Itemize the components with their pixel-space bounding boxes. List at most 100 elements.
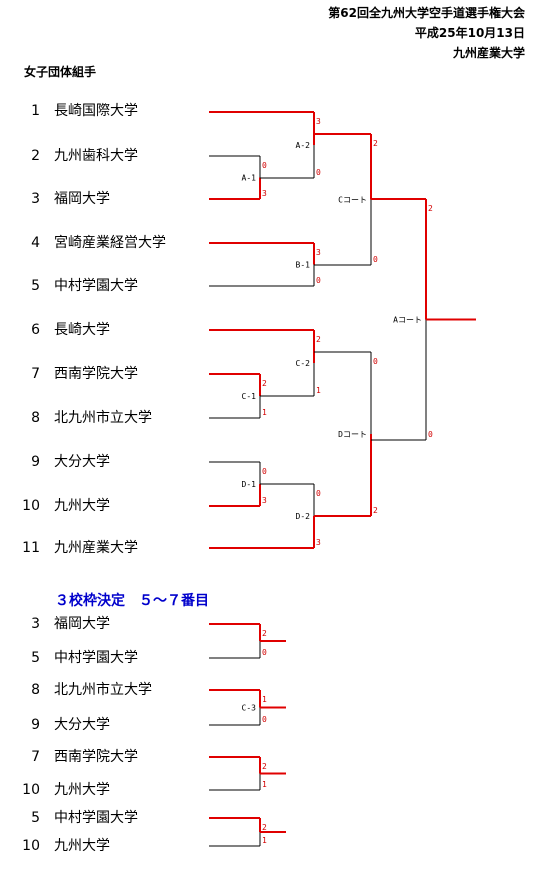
team-seed: 2: [31, 148, 40, 164]
section2-match-4-score-top: 2: [262, 823, 267, 832]
team-seed: 6: [31, 322, 40, 338]
main-team-1: 1 長崎国際大学: [31, 103, 138, 119]
match-b1-label: B-1: [296, 261, 311, 270]
team-seed: 7: [31, 366, 40, 382]
team-seed: 1: [31, 103, 40, 119]
match-a-court-score-bottom: 0: [428, 430, 433, 439]
team-name: 宮崎産業経営大学: [54, 235, 166, 251]
match-d-court-score-bottom: 2: [373, 506, 378, 515]
match-d1-score-top: 0: [262, 467, 267, 476]
match-c-court-label: Cコート: [338, 196, 367, 205]
match-a-court-label: Aコート: [393, 316, 422, 325]
team-seed: 7: [31, 749, 40, 765]
team-seed: 4: [31, 235, 40, 251]
team-name: 福岡大学: [54, 191, 110, 207]
team-name: 大分大学: [54, 454, 110, 470]
match-b1-score-bottom: 0: [316, 276, 321, 285]
match-c-court-score-top: 2: [373, 139, 378, 148]
main-team-9: 9 大分大学: [31, 454, 110, 470]
main-team-7: 7 西南学院大学: [31, 366, 138, 382]
event-subtitle: 女子団体組手: [24, 65, 97, 79]
section2-team-7: 5 中村学園大学: [31, 810, 138, 826]
team-name: 九州大学: [54, 838, 110, 854]
match-c1-score-top: 2: [262, 379, 267, 388]
team-name: 北九州市立大学: [54, 682, 152, 698]
team-seed: 5: [31, 650, 40, 666]
main-team-3: 3 福岡大学: [31, 191, 110, 207]
team-seed: 8: [31, 682, 40, 698]
match-c2-label: C-2: [296, 359, 311, 368]
team-name: 長崎国際大学: [54, 103, 138, 119]
team-seed: 3: [31, 191, 40, 207]
team-name: 西南学院大学: [54, 366, 138, 382]
match-d1-score-bottom: 3: [262, 496, 267, 505]
main-team-4: 4 宮崎産業経営大学: [31, 235, 166, 251]
team-seed: 9: [31, 717, 40, 733]
match-d-court-label: Dコート: [338, 430, 367, 439]
section2-team-3: 8 北九州市立大学: [31, 682, 152, 698]
team-name: 九州大学: [54, 498, 110, 514]
main-team-8: 8 北九州市立大学: [31, 410, 152, 426]
team-name: 中村学園大学: [54, 650, 138, 666]
team-name: 九州大学: [54, 782, 110, 798]
main-team-2: 2 九州歯科大学: [31, 148, 138, 164]
match-c2-score-bottom: 1: [316, 386, 321, 395]
section2-match-1-score-top: 2: [262, 629, 267, 638]
section2-team-6: 10 九州大学: [22, 782, 110, 798]
match-d1-label: D-1: [242, 480, 257, 489]
match-a1-score-bottom: 3: [262, 189, 267, 198]
match-c1-score-bottom: 1: [262, 408, 267, 417]
match-d2-score-top: 0: [316, 489, 321, 498]
match-a2-score-bottom: 0: [316, 168, 321, 177]
section2-match-3-score-top: 2: [262, 762, 267, 771]
team-name: 中村学園大学: [54, 810, 138, 826]
team-seed: 10: [22, 782, 40, 798]
match-c1-label: C-1: [242, 392, 257, 401]
section2-match-1-score-bottom: 0: [262, 648, 267, 657]
match-a2-label: A-2: [296, 141, 311, 150]
section2-match-2-label: C-3: [242, 704, 257, 713]
section2-team-1: 3 福岡大学: [31, 616, 110, 632]
team-seed: 10: [22, 838, 40, 854]
section2-match-2-score-bottom: 0: [262, 715, 267, 724]
match-a1-label: A-1: [242, 174, 257, 183]
team-name: 大分大学: [54, 717, 110, 733]
team-seed: 5: [31, 278, 40, 294]
team-name: 九州産業大学: [54, 540, 138, 556]
tournament-title: 第62回全九州大学空手道選手権大会: [328, 6, 525, 20]
team-seed: 9: [31, 454, 40, 470]
team-name: 中村学園大学: [54, 278, 138, 294]
match-a-court-score-top: 2: [428, 204, 433, 213]
main-team-11: 11 九州産業大学: [22, 540, 138, 556]
match-a2-score-top: 3: [316, 117, 321, 126]
section2-team-8: 10 九州大学: [22, 838, 110, 854]
match-a1-score-top: 0: [262, 161, 267, 170]
section2-match-3-score-bottom: 1: [262, 780, 267, 789]
team-name: 西南学院大学: [54, 749, 138, 765]
team-seed: 3: [31, 616, 40, 632]
section2-team-5: 7 西南学院大学: [31, 749, 138, 765]
team-name: 長崎大学: [54, 322, 110, 338]
match-d-court-score-top: 0: [373, 357, 378, 366]
main-team-5: 5 中村学園大学: [31, 278, 138, 294]
section2-team-2: 5 中村学園大学: [31, 650, 138, 666]
team-name: 北九州市立大学: [54, 410, 152, 426]
main-team-6: 6 長崎大学: [31, 322, 110, 338]
section2-match-4-score-bottom: 1: [262, 836, 267, 845]
match-b1-score-top: 3: [316, 248, 321, 257]
match-d2-label: D-2: [296, 512, 311, 521]
match-d2-score-bottom: 3: [316, 538, 321, 547]
match-c2-score-top: 2: [316, 335, 321, 344]
section2-team-4: 9 大分大学: [31, 717, 110, 733]
team-name: 九州歯科大学: [54, 148, 138, 164]
section2-title: ３校枠決定 ５～７番目: [55, 593, 209, 609]
team-seed: 11: [22, 540, 40, 556]
tournament-venue: 九州産業大学: [452, 46, 525, 60]
team-seed: 8: [31, 410, 40, 426]
team-seed: 5: [31, 810, 40, 826]
team-name: 福岡大学: [54, 616, 110, 632]
tournament-date: 平成25年10月13日: [414, 26, 525, 40]
match-c-court-score-bottom: 0: [373, 255, 378, 264]
